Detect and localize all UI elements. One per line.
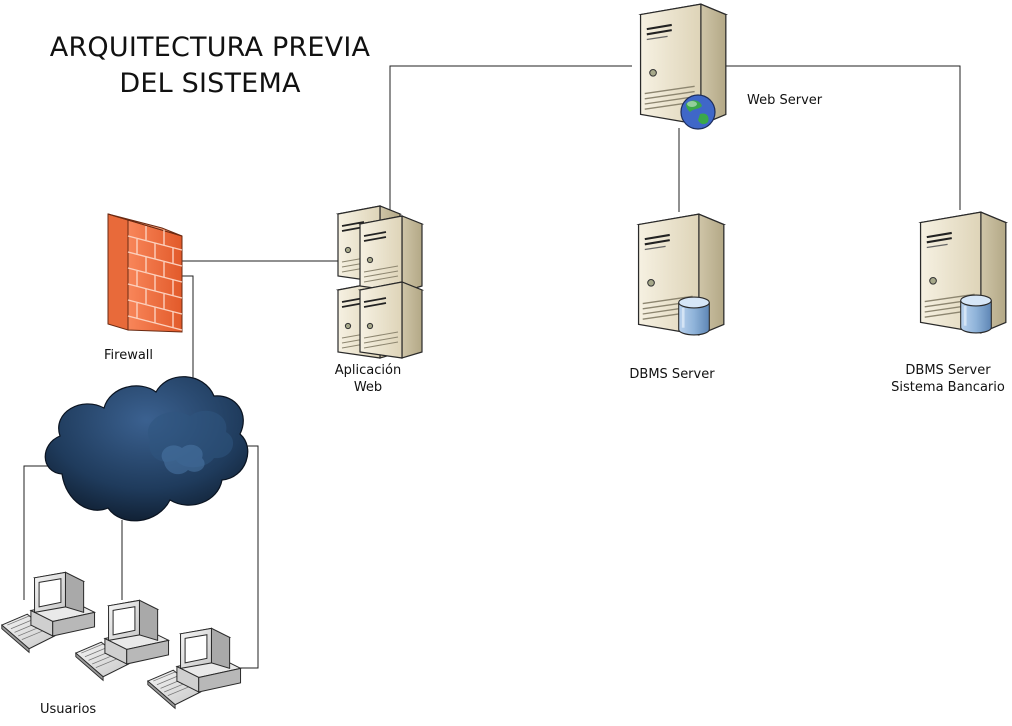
rack-unit-icon [359, 281, 423, 359]
globe-icon [680, 94, 716, 130]
dbms-bank-label: DBMS Server Sistema Bancario [886, 362, 1010, 396]
link-webserver-to-bankdb [724, 65, 961, 210]
firewall-label: Firewall [104, 348, 154, 363]
dbms-bank-label-line1: DBMS Server [905, 363, 991, 378]
link-appweb-to-webserver [389, 65, 632, 212]
link-firewall-to-cloud [182, 275, 194, 380]
app-web-label: Aplicación Web [318, 362, 418, 396]
app-web-label-line1: Aplicación [334, 363, 402, 378]
dbms-bank-server-node[interactable] [919, 211, 1007, 335]
web-server-label: Web Server [747, 93, 823, 108]
users-group [1, 571, 242, 709]
link-cloud-to-pc3 [236, 445, 259, 669]
app-web-label-line2: Web [353, 380, 383, 395]
dbms-bank-label-line2: Sistema Bancario [891, 380, 1005, 395]
rack-unit-icon [359, 215, 423, 293]
internet-cloud-icon [44, 376, 249, 522]
dbms-server-label: DBMS Server [629, 367, 715, 382]
diagram-title: ARQUITECTURA PREVIA DEL SISTEMA [30, 30, 390, 102]
firewall-node[interactable] [107, 213, 183, 333]
title-line-1: ARQUITECTURA PREVIA [49, 32, 371, 63]
web-server-node[interactable] [639, 3, 727, 130]
link-cloud-to-pc1 [23, 465, 52, 600]
firewall-icon [107, 213, 183, 333]
title-line-2: DEL SISTEMA [119, 68, 301, 99]
dbms-server-node[interactable] [637, 213, 725, 337]
desktop-pc-icon[interactable] [1, 571, 96, 653]
app-web-server-node[interactable] [337, 205, 423, 359]
usuarios-label: Usuarios [40, 702, 97, 717]
connection-lines [23, 65, 961, 669]
database-icon [959, 293, 993, 335]
database-icon [677, 295, 711, 337]
